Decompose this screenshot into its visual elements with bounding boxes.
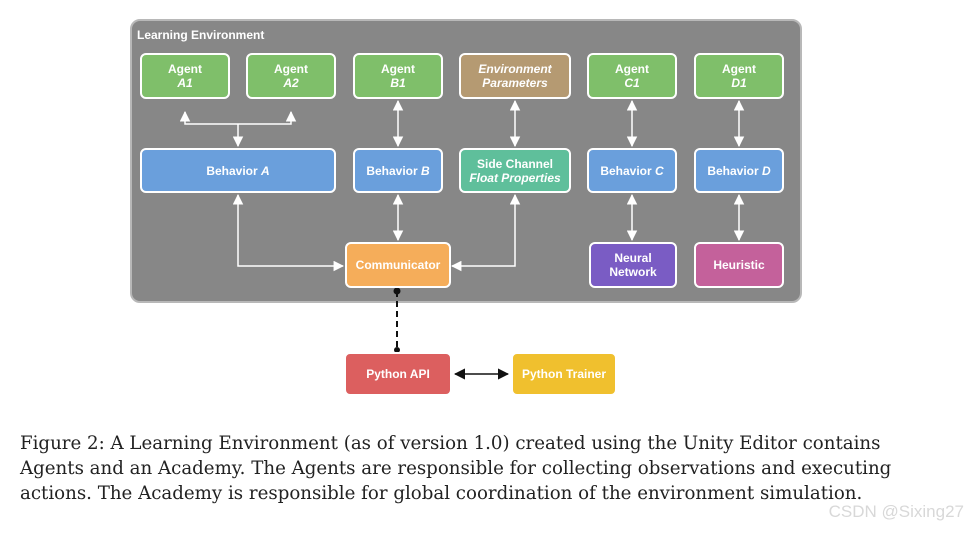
link-behavior-a-communicator bbox=[232, 193, 345, 272]
link-agent-a1 bbox=[179, 110, 238, 125]
agent-c1-box: Agent C1 bbox=[587, 53, 677, 99]
behavior-a-box: Behavior A bbox=[140, 148, 336, 193]
agent-d1-box: Agent D1 bbox=[694, 53, 784, 99]
python-trainer-box: Python Trainer bbox=[511, 352, 617, 396]
neural-network-box: Neural Network bbox=[589, 242, 677, 288]
agent-a1-box: Agent A1 bbox=[140, 53, 230, 99]
agent-a2-box: Agent A2 bbox=[246, 53, 336, 99]
behavior-d-box: Behavior D bbox=[694, 148, 784, 193]
watermark: CSDN @Sixing27 bbox=[828, 502, 964, 521]
communicator-box: Communicator bbox=[345, 242, 451, 288]
link-side-channel-communicator bbox=[450, 193, 521, 272]
figure-caption: Figure 2: A Learning Environment (as of … bbox=[20, 433, 892, 504]
side-channel-box: Side Channel Float Properties bbox=[459, 148, 571, 193]
behavior-b-box: Behavior B bbox=[353, 148, 443, 193]
heuristic-box: Heuristic bbox=[694, 242, 784, 288]
agent-b1-box: Agent B1 bbox=[353, 53, 443, 99]
link-agent-a2 bbox=[238, 110, 297, 125]
environment-title: Learning Environment bbox=[137, 28, 265, 42]
python-api-box: Python API bbox=[344, 352, 452, 396]
dashed-link-end-dot bbox=[394, 347, 400, 353]
environment-parameters-box: Environment Parameters bbox=[459, 53, 571, 99]
behavior-c-box: Behavior C bbox=[587, 148, 677, 193]
